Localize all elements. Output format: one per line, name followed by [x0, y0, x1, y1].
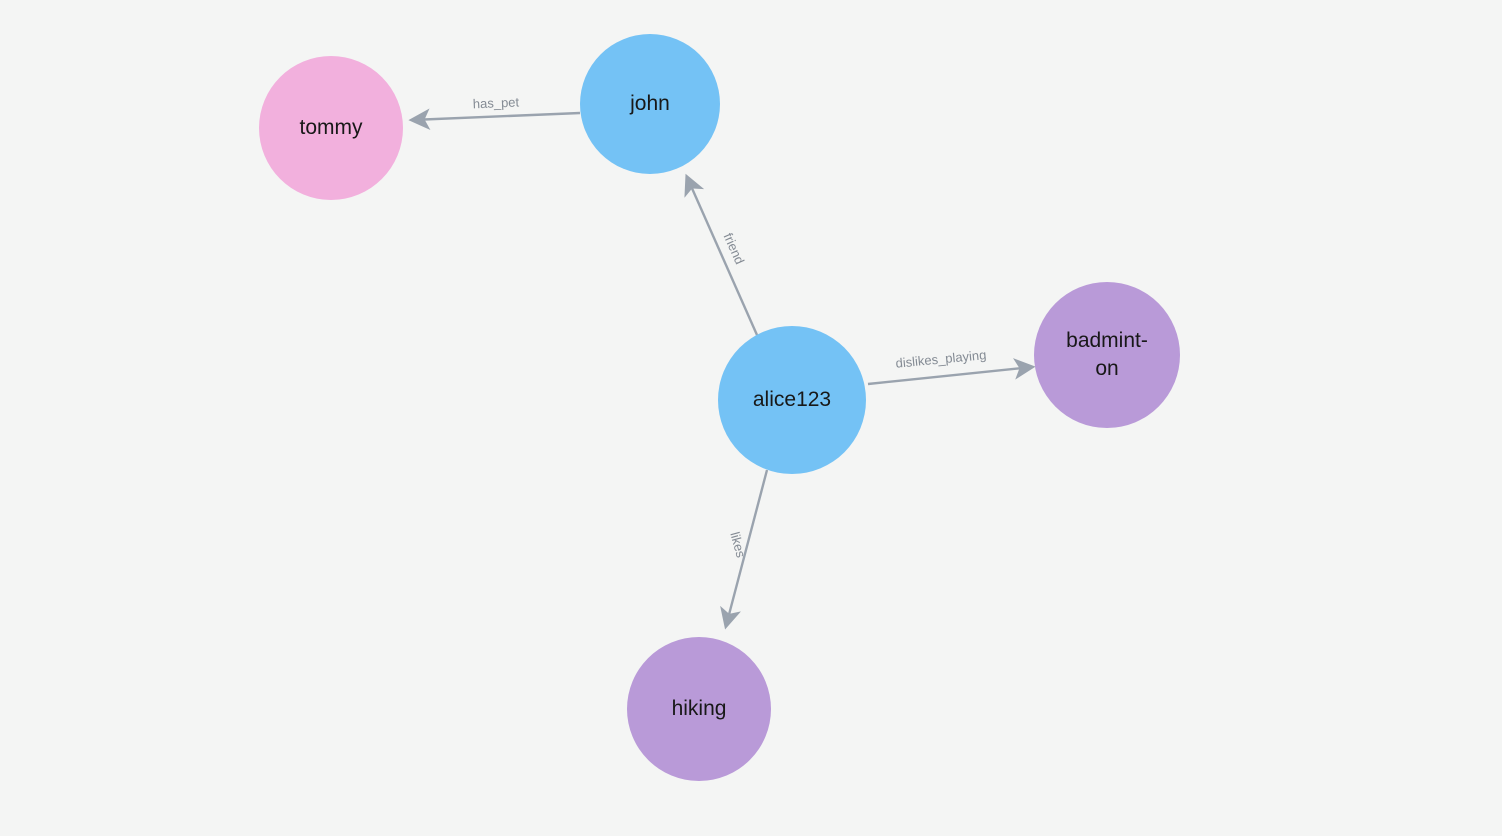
node-circle[interactable]	[259, 56, 403, 200]
graph-node-badminton[interactable]: badmint-on	[1034, 282, 1180, 428]
node-label: hiking	[672, 697, 727, 720]
graph-edge[interactable]: friend	[684, 173, 759, 336]
edge-label: has_pet	[473, 94, 520, 111]
edge-label: dislikes_playing	[895, 347, 987, 371]
graph-node-alice123[interactable]: alice123	[718, 326, 866, 474]
edge-line	[408, 108, 581, 131]
graph-node-john[interactable]: john	[580, 34, 720, 174]
graph-node-hiking[interactable]: hiking	[627, 637, 771, 781]
edge-line	[867, 358, 1036, 386]
node-label: alice123	[753, 388, 831, 411]
graph-edge[interactable]: has_pet	[408, 94, 581, 131]
graph-edge[interactable]: likes	[720, 469, 769, 630]
graph-edge[interactable]: dislikes_playing	[867, 347, 1036, 386]
graph-node-tommy[interactable]: tommy	[259, 56, 403, 200]
edge-line	[684, 173, 759, 336]
node-circle[interactable]	[580, 34, 720, 174]
node-label: badmint-on	[1066, 329, 1148, 380]
node-label: tommy	[300, 116, 364, 139]
node-circle[interactable]	[718, 326, 866, 474]
node-circle[interactable]	[1034, 282, 1180, 428]
node-label: john	[629, 92, 670, 115]
node-circle[interactable]	[627, 637, 771, 781]
edge-line	[720, 469, 769, 630]
nodes-layer: tommy john alice123 badmint-on hiking	[259, 34, 1180, 781]
edge-label: likes	[727, 530, 748, 559]
